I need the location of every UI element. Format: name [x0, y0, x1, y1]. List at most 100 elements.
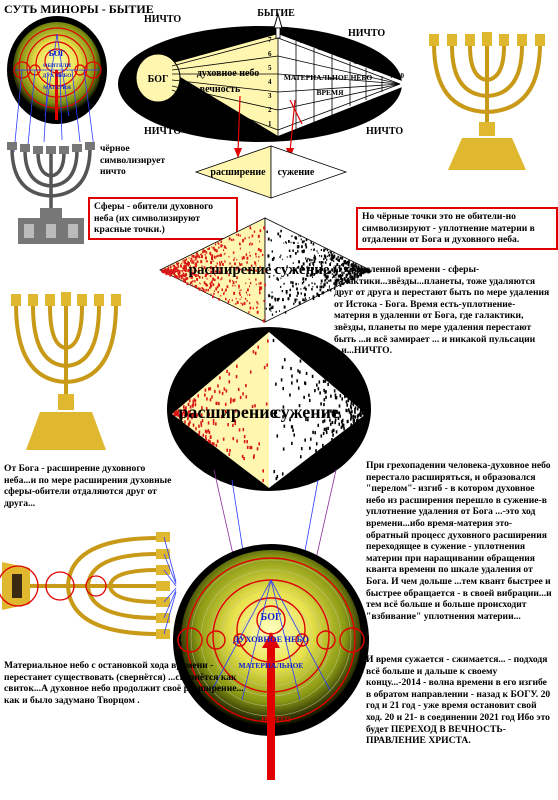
red-dot [264, 283, 266, 287]
red-dot [195, 265, 197, 268]
black-dot [341, 282, 344, 286]
black-dot [340, 420, 343, 424]
black-dot [339, 256, 342, 260]
small-circle-diagram: БОГ ОБИТЕЛИ ДУХ НЕБО МАТЕРИЯ [7, 16, 107, 124]
red-dot [232, 423, 234, 427]
black-dot [309, 446, 311, 450]
black-dot [271, 258, 274, 262]
red-dot [241, 296, 242, 298]
black-dot [324, 279, 326, 282]
black-dot [347, 271, 350, 275]
red-dot [225, 298, 227, 301]
red-dot [239, 263, 241, 267]
box-spheres: Сферы - обители духовного неба (их симво… [88, 197, 238, 240]
black-dot [320, 255, 323, 258]
black-dot [327, 413, 330, 417]
red-dot [249, 270, 251, 273]
red-dot [174, 267, 176, 270]
small-circle-line2: ОБИТЕЛИ [43, 63, 72, 69]
black-dot [349, 272, 352, 276]
top-time-label: ВРЕМЯ [316, 88, 344, 97]
black-dot [349, 404, 352, 408]
red-dot [184, 280, 186, 283]
red-dot [194, 271, 196, 274]
red-dot [188, 262, 190, 265]
black-dot [298, 260, 300, 264]
black-dot [282, 258, 284, 261]
black-dot [357, 267, 360, 271]
red-dot [219, 262, 222, 266]
black-dot [305, 257, 307, 260]
red-dot [210, 280, 213, 284]
red-dot [194, 256, 196, 258]
black-dot [268, 263, 271, 267]
red-dot [195, 427, 197, 431]
red-dot [262, 469, 264, 473]
black-dot [297, 250, 299, 253]
red-dot [170, 273, 172, 276]
red-dot [236, 269, 238, 271]
red-dot [189, 271, 191, 274]
red-dot [161, 269, 163, 273]
black-dot [291, 235, 293, 238]
red-dot [266, 363, 268, 367]
black-dot [310, 241, 312, 244]
black-dot [315, 268, 318, 271]
red-dot [241, 263, 243, 266]
red-dot [249, 445, 252, 450]
red-dot [178, 415, 181, 419]
red-dot [235, 280, 237, 283]
black-dot [338, 422, 340, 426]
black-dot [283, 282, 285, 285]
red-dot [227, 423, 229, 427]
red-dot [240, 302, 242, 305]
red-dot [192, 260, 194, 262]
black-dot [329, 288, 332, 292]
digit-label: 1 [268, 120, 272, 128]
red-dot [190, 268, 192, 270]
black-dot [337, 259, 339, 262]
red-dot [211, 442, 214, 446]
red-dot [248, 285, 251, 288]
red-dot [173, 267, 174, 270]
red-dot [185, 262, 188, 266]
black-dot [318, 261, 321, 264]
black-dot [283, 305, 286, 309]
red-dot [207, 421, 210, 425]
black-dot [362, 412, 365, 416]
black-dot [346, 260, 349, 264]
black-dot [270, 310, 272, 312]
red-dot [249, 254, 251, 257]
red-dot [201, 276, 204, 279]
black-dot [338, 259, 341, 262]
black-dot [270, 306, 273, 310]
red-dot [243, 440, 246, 444]
black-dot [354, 274, 356, 277]
red-dot [212, 421, 215, 425]
black-dot [306, 259, 308, 263]
black-dot [300, 238, 302, 241]
black-dot [305, 298, 307, 301]
black-dot [346, 280, 348, 283]
red-dot [211, 395, 213, 399]
red-dot [187, 269, 189, 273]
nichto-bottom-right: НИЧТО [366, 126, 404, 137]
red-dot [218, 390, 221, 394]
black-dot [360, 265, 362, 269]
red-dot [235, 374, 238, 379]
red-dot [228, 256, 230, 258]
red-dot [192, 266, 195, 269]
black-dot [341, 418, 344, 422]
red-dot [255, 252, 257, 256]
red-dot [193, 398, 196, 402]
red-dot [234, 409, 237, 413]
big-circle-spiritual: ДУХОВНОЕ НЕБО [233, 634, 309, 644]
red-dot [255, 265, 257, 267]
black-dot [279, 235, 282, 238]
red-dot [249, 306, 252, 310]
red-dot [198, 432, 200, 436]
black-dot [304, 297, 306, 300]
black-dot [334, 410, 336, 414]
black-dot [282, 405, 285, 409]
red-dot [242, 427, 245, 432]
